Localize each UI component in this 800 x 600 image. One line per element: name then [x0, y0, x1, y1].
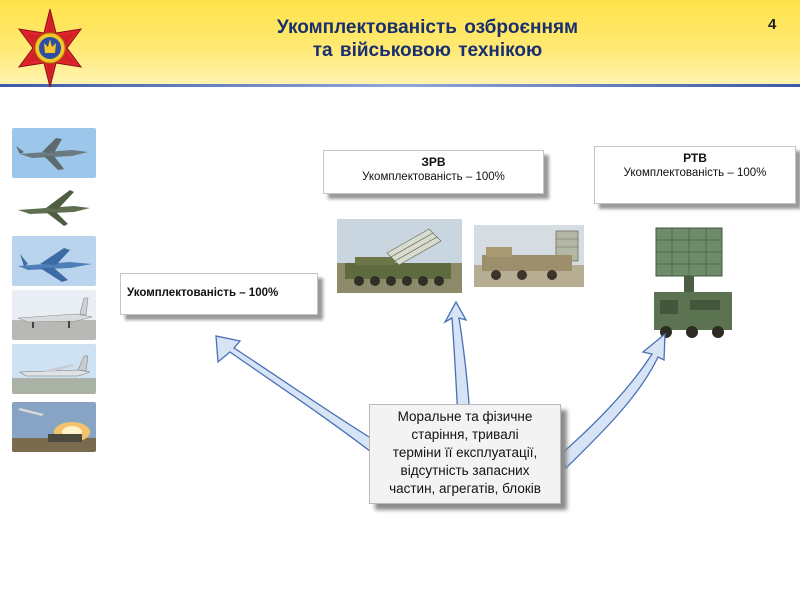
aviation-box: Укомплектованість – 100%: [120, 273, 318, 315]
title-line-2: та військовою технікою: [312, 40, 543, 61]
an-26-aircraft-icon: [12, 344, 96, 394]
page-number: 4: [768, 16, 777, 33]
su-24-on-ground-icon: [12, 290, 96, 340]
header-band: [0, 0, 800, 84]
page-title: Укомплектованість озброєнням та військов…: [160, 16, 695, 62]
center-note-line: Моральне та фізичне: [397, 409, 533, 424]
arrow-to-rtv: [559, 332, 666, 470]
su-25-aircraft-icon: [12, 128, 96, 178]
arrow-to-zrv: [443, 300, 471, 421]
missile-launch-icon: [12, 402, 96, 452]
header-divider: [0, 84, 800, 87]
center-note-line: терміни її експлуатації,: [392, 445, 538, 460]
aviation-staffing: Укомплектованість – 100%: [127, 287, 279, 299]
rtv-staffing: Укомплектованість – 100%: [623, 167, 767, 179]
rtv-radar-station-icon: [650, 222, 736, 342]
title-line-1: Укомплектованість озброєнням: [276, 17, 579, 38]
zrv-box: ЗРВ Укомплектованість – 100%: [323, 150, 544, 194]
air-force-emblem-icon: [17, 8, 83, 88]
rtv-title: РТВ: [683, 151, 707, 165]
center-note-line: старіння, тривалі: [411, 427, 519, 442]
su-24-aircraft-icon: [12, 182, 96, 232]
center-note: Моральне та фізичне старіння, тривалі те…: [369, 404, 561, 504]
rtv-box: РТВ Укомплектованість – 100%: [594, 146, 796, 204]
air-defense-radar-truck-icon: [474, 225, 584, 287]
su-27-aircraft-icon: [12, 236, 96, 286]
arrow-to-aviation: [215, 335, 389, 456]
zrv-staffing: Укомплектованість – 100%: [362, 171, 505, 183]
center-note-line: частин, агрегатів, блоків: [389, 481, 541, 496]
buk-launcher-icon: [337, 219, 462, 293]
zrv-title: ЗРВ: [421, 155, 446, 169]
center-note-line: відсутність запасних: [400, 463, 530, 478]
